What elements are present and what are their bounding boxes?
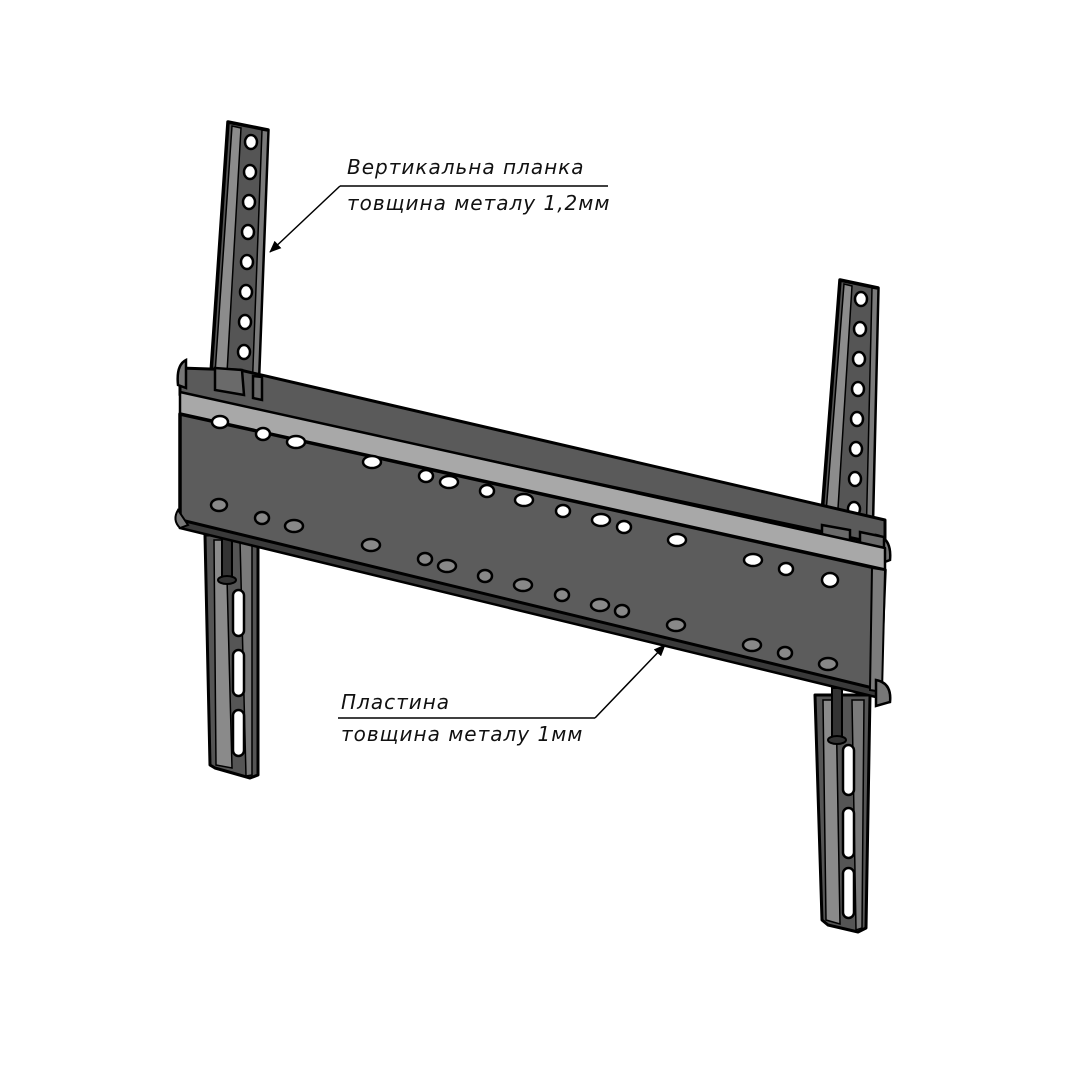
right-vertical-bar-upper — [818, 278, 880, 547]
mounting-plate — [174, 357, 892, 708]
plate-thickness: товщина металу 1мм — [341, 722, 584, 746]
vertical-bar-title: Вертикальна планка — [347, 155, 585, 179]
left-vertical-bar-upper — [208, 120, 270, 397]
left-vertical-bar-lower — [203, 527, 260, 780]
vertical-bar-thickness: товщина металу 1,2мм — [347, 191, 611, 215]
plate-title: Пластина — [341, 690, 451, 714]
leader-vertical-bar — [269, 185, 608, 253]
right-vertical-bar-lower — [813, 687, 872, 934]
leader-plate — [338, 644, 666, 719]
